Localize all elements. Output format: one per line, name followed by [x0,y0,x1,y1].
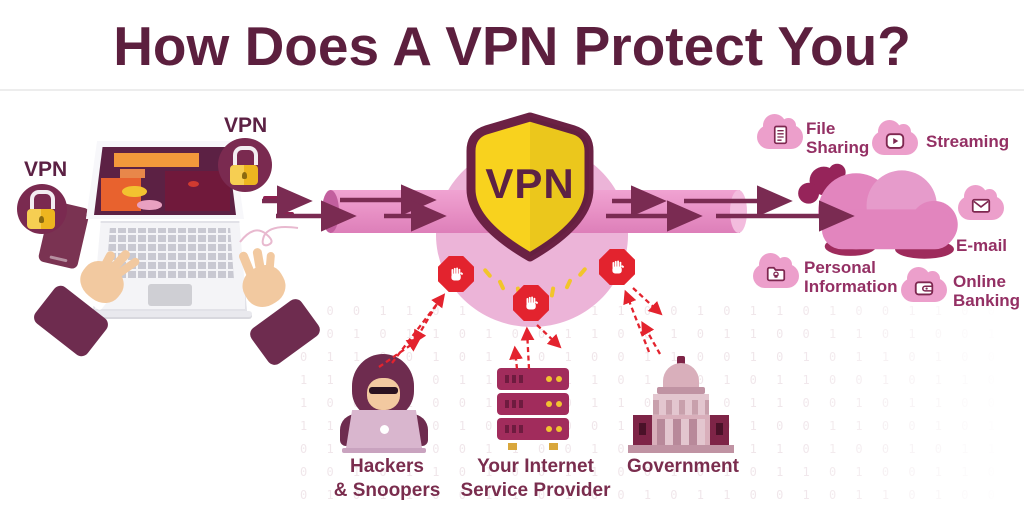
online-banking-icon [901,267,947,302]
stop-hand-icon [513,285,549,321]
capitol-dome [663,363,699,388]
capitol-window [716,423,723,435]
server-unit [497,418,569,440]
government-capitol [628,356,734,453]
server-unit [497,393,569,415]
file-sharing-icon [757,114,803,149]
blocked-spy-arrows [378,287,663,370]
capitol-finial [677,356,685,365]
stop-hand-icon [599,249,635,285]
hacker-laptop-base [342,448,426,453]
threat-label-government: Government [627,456,739,477]
threat-label-hackers: Hackers & Snoopers [333,456,441,501]
capitol-steps [628,445,734,453]
server-unit [497,368,569,390]
email-icon [958,185,1004,220]
hacker-face [367,378,400,410]
vpn-lock-badge-laptop [218,138,272,192]
capitol-window [639,423,646,435]
stop-hand-icon [438,256,474,292]
vpn-lock-badge-phone [17,184,67,234]
hacker-sunglasses [369,387,398,394]
vpn-label-laptop: VPN [224,114,268,137]
streaming-icon [872,120,918,155]
laptop-base [88,311,252,317]
laptop-trackpad [148,284,192,306]
mouse-cable [239,226,299,247]
service-label-personal-information: Personal Information [804,258,898,296]
hacker-laptop [346,410,422,448]
vpn-label-phone: VPN [24,158,68,181]
internet-cloud [798,163,958,259]
title-divider [0,89,1024,91]
page-title: How Does A VPN Protect You? [113,15,911,77]
capitol-mid-section [653,394,709,415]
service-label-streaming: Streaming [926,132,1010,151]
capitol-dome-base [657,387,705,394]
server-legs [508,443,558,450]
service-label-online-banking: Online Banking [953,272,1021,310]
padlock-icon [27,189,57,229]
capitol-columns [657,419,705,445]
service-label-file-sharing: File Sharing [806,119,870,157]
vpn-shield-label: VPN [485,160,575,207]
data-flow-arrows [262,184,855,232]
isp-server-stack [497,368,569,450]
personal-information-icon [753,253,799,288]
service-label-email: E-mail [956,236,1008,255]
threat-label-isp: Your Internet Service Provider [460,456,611,501]
padlock-icon [230,145,260,185]
laptop-screen-content [94,147,236,215]
vpn-shield [466,112,594,262]
